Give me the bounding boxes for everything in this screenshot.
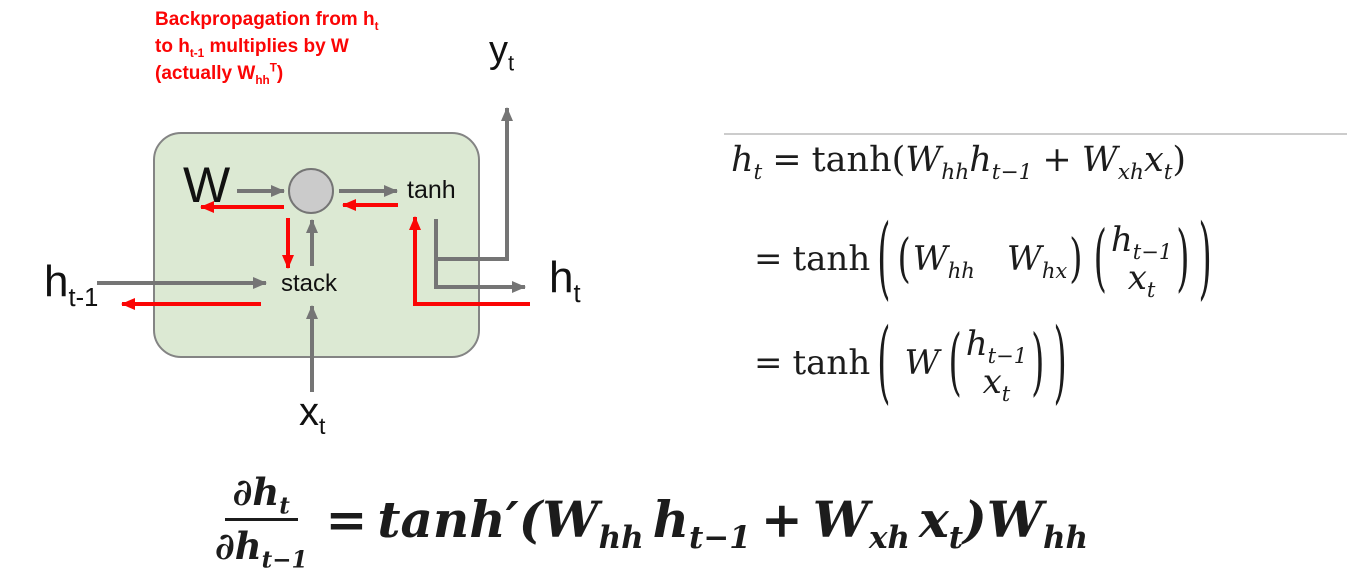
backprop-arrow-ht-to-tanh [409, 216, 530, 306]
annotation-line-2: to ht-1 multiplies by W [155, 36, 349, 60]
stacked-vector: ht−1 xt [965, 323, 1028, 406]
tanh-label: tanh [407, 176, 456, 204]
arrow-layer [97, 107, 530, 392]
stack-label: stack [281, 270, 338, 297]
equation-ht-matrix-form: = tanh ( ( Whh Whx ) ( ht−1 xt ) ) [754, 206, 1212, 312]
h-prev-label: ht-1 [44, 257, 99, 312]
annotation-line-1: Backpropagation from ht [155, 9, 379, 33]
multiply-node [288, 168, 334, 214]
x-t-label: xt [299, 390, 326, 439]
equation-ht-w-form: = tanh ( W ( ht−1 xt ) ) [754, 310, 1067, 416]
partial-derivative-fraction: ∂ht ∂ht−1 [215, 470, 308, 573]
equation-divider-line [724, 133, 1347, 135]
arrow-tanh-to-ht [434, 259, 526, 293]
backprop-annotation: Backpropagation from ht to ht-1 multipli… [155, 6, 515, 87]
stacked-vector: ht−1 xt [1110, 219, 1173, 302]
annotation-line-3: (actually WhhT) [155, 61, 284, 87]
y-t-label: yt [489, 29, 515, 76]
arrow-tanh-to-yt [434, 107, 513, 261]
equation-ht-tanh: ht=tanh(Whhht−1+Wxhxt) [731, 140, 1187, 185]
h-t-label: ht [549, 253, 581, 308]
w-label: W [183, 157, 231, 213]
